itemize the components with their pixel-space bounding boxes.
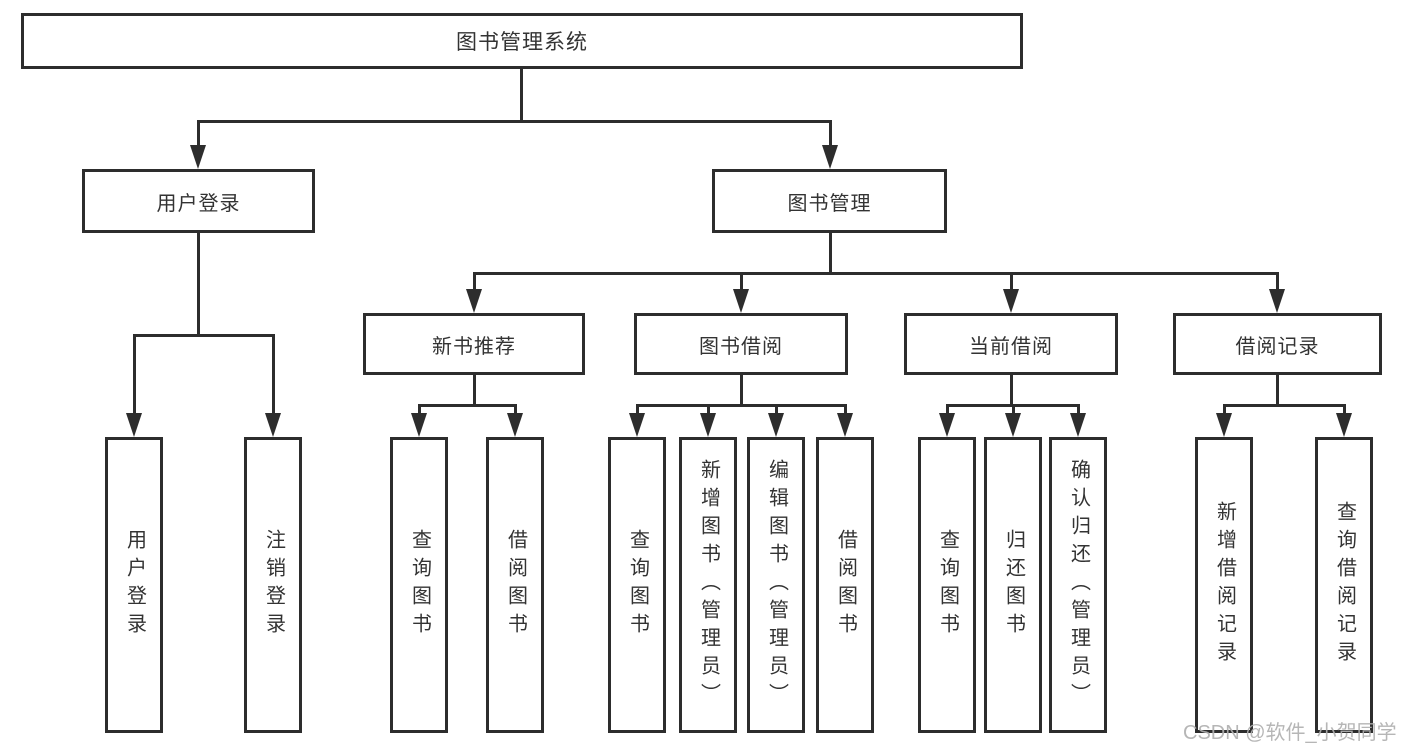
connector-line: [133, 334, 136, 415]
arrow-down-icon: [126, 413, 142, 437]
arrow-down-icon: [733, 289, 749, 313]
arrow-down-icon: [507, 413, 523, 437]
node-root-book-management-system: 图书管理系统: [21, 13, 1023, 69]
connector-line: [829, 120, 832, 147]
leaf-logout: 注销登录: [244, 437, 302, 733]
connector-line: [473, 272, 1279, 275]
node-current-borrowing: 当前借阅: [904, 313, 1118, 375]
connector-line: [1012, 404, 1015, 415]
arrow-down-icon: [1216, 413, 1232, 437]
node-user-login: 用户登录: [82, 169, 315, 233]
connector-line: [520, 69, 523, 122]
connector-line: [1010, 272, 1013, 291]
connector-line: [829, 233, 832, 275]
connector-line: [1276, 375, 1279, 407]
arrow-down-icon: [1336, 413, 1352, 437]
node-label: 编辑图书（管理员）: [765, 459, 788, 711]
node-label: 图书管理系统: [456, 31, 588, 54]
node-label: 借阅图书: [834, 529, 857, 641]
node-label: 归还图书: [1002, 529, 1025, 641]
node-book-management: 图书管理: [712, 169, 947, 233]
node-book-borrowing: 图书借阅: [634, 313, 848, 375]
connector-line: [197, 233, 200, 337]
leaf-query-borrow-record: 查询借阅记录: [1315, 437, 1373, 733]
node-label: 借阅记录: [1235, 335, 1320, 358]
connector-line: [473, 272, 476, 291]
node-new-book-recommend: 新书推荐: [363, 313, 585, 375]
node-label: 新书推荐: [432, 335, 516, 358]
node-label: 确认归还（管理员）: [1067, 459, 1090, 711]
arrow-down-icon: [1269, 289, 1285, 313]
connector-line: [775, 404, 778, 415]
arrow-down-icon: [466, 289, 482, 313]
leaf-borrow-books-1: 借阅图书: [486, 437, 544, 733]
connector-line: [636, 404, 639, 415]
connector-line: [1223, 404, 1226, 415]
connector-line: [473, 375, 476, 407]
leaf-query-books-1: 查询图书: [390, 437, 448, 733]
connector-line: [1276, 272, 1279, 291]
node-label: 查询图书: [936, 529, 959, 641]
arrow-down-icon: [190, 145, 206, 169]
connector-line: [636, 404, 847, 407]
connector-line: [1223, 404, 1346, 407]
arrow-down-icon: [1003, 289, 1019, 313]
arrow-down-icon: [700, 413, 716, 437]
node-label: 新增借阅记录: [1213, 501, 1236, 669]
node-borrowing-records: 借阅记录: [1173, 313, 1382, 375]
arrow-down-icon: [768, 413, 784, 437]
arrow-down-icon: [939, 413, 955, 437]
arrow-down-icon: [1070, 413, 1086, 437]
leaf-add-borrow-record: 新增借阅记录: [1195, 437, 1253, 733]
node-label: 查询借阅记录: [1333, 501, 1356, 669]
leaf-user-login: 用户登录: [105, 437, 163, 733]
node-label: 图书借阅: [699, 335, 783, 358]
node-label: 用户登录: [123, 529, 146, 641]
connector-line: [133, 334, 275, 337]
connector-line: [844, 404, 847, 415]
leaf-query-books-3: 查询图书: [918, 437, 976, 733]
node-label: 新增图书（管理员）: [697, 459, 720, 711]
connector-line: [418, 404, 421, 415]
leaf-query-books-2: 查询图书: [608, 437, 666, 733]
connector-line: [1077, 404, 1080, 415]
node-label: 查询图书: [408, 529, 431, 641]
node-label: 当前借阅: [969, 335, 1053, 358]
arrow-down-icon: [411, 413, 427, 437]
node-label: 用户登录: [156, 192, 241, 215]
connector-line: [1343, 404, 1346, 415]
arrow-down-icon: [629, 413, 645, 437]
node-label: 查询图书: [626, 529, 649, 641]
connector-line: [946, 404, 949, 415]
arrow-down-icon: [822, 145, 838, 169]
node-label: 注销登录: [262, 529, 285, 641]
csdn-watermark: CSDN @软件_小贺同学: [1183, 722, 1397, 744]
connector-line: [740, 272, 743, 291]
connector-line: [272, 334, 275, 415]
leaf-confirm-return-admin: 确认归还（管理员）: [1049, 437, 1107, 733]
connector-line: [197, 120, 832, 123]
leaf-borrow-books-2: 借阅图书: [816, 437, 874, 733]
connector-line: [197, 120, 200, 147]
leaf-return-books: 归还图书: [984, 437, 1042, 733]
arrow-down-icon: [265, 413, 281, 437]
leaf-add-books-admin: 新增图书（管理员）: [679, 437, 737, 733]
arrow-down-icon: [837, 413, 853, 437]
connector-line: [1010, 375, 1013, 407]
node-label: 图书管理: [787, 192, 872, 215]
connector-line: [740, 375, 743, 407]
arrow-down-icon: [1005, 413, 1021, 437]
connector-line: [418, 404, 517, 407]
node-label: 借阅图书: [504, 529, 527, 641]
leaf-edit-books-admin: 编辑图书（管理员）: [747, 437, 805, 733]
connector-line: [707, 404, 710, 415]
connector-line: [514, 404, 517, 415]
